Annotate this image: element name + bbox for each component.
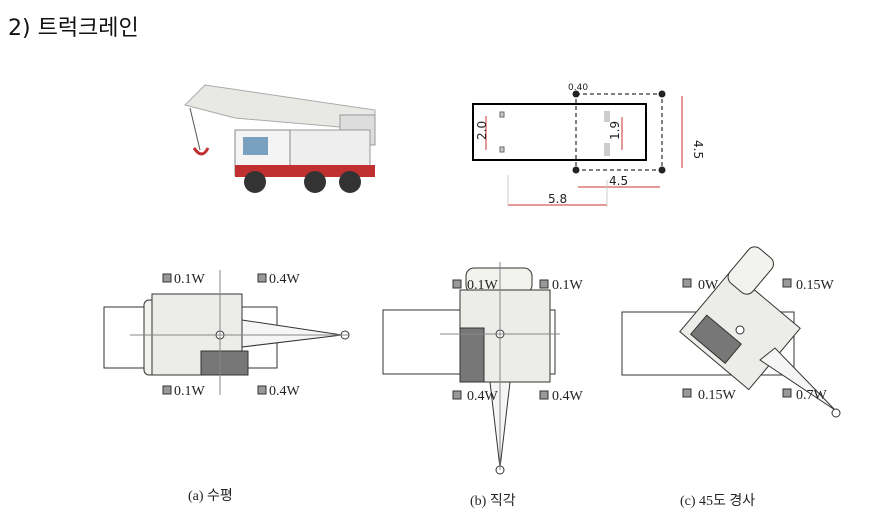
- outrigger-plan: 0.40 2.0 1.9 4.5 4.5 5.8: [472, 83, 705, 207]
- caption-c: (c) 45도 경사: [680, 493, 755, 509]
- load-label: 0.4W: [269, 272, 301, 287]
- load-label: 0.1W: [174, 272, 206, 287]
- plan-dim-5-8: 5.8: [548, 192, 567, 206]
- load-label: 0.15W: [698, 388, 737, 403]
- caption-a: (a) 수평: [188, 488, 233, 504]
- plan-dim-4-5-vertical: 4.5: [691, 140, 705, 159]
- plan-dim-1-9: 1.9: [608, 121, 622, 140]
- diagram-a-horizontal: [103, 270, 350, 395]
- diagram-c-45deg: [621, 246, 841, 418]
- load-label: 0.15W: [796, 278, 835, 293]
- plan-dim-4-5: 4.5: [609, 174, 628, 188]
- caption-b: (b) 직각: [470, 493, 516, 509]
- load-label: 0.4W: [269, 384, 301, 399]
- load-label: 0.1W: [174, 384, 206, 399]
- load-label: 0.4W: [467, 389, 499, 404]
- section-title: 2) 트럭크레인: [8, 16, 139, 41]
- truck-crane-photo: [178, 75, 376, 205]
- load-label: 0W: [698, 278, 719, 293]
- plan-top-label: 0.40: [568, 83, 588, 93]
- load-label: 0.1W: [552, 278, 584, 293]
- load-label: 0.4W: [552, 389, 584, 404]
- load-label: 0.7W: [796, 388, 828, 403]
- plan-dim-2-0: 2.0: [475, 121, 489, 140]
- load-label: 0.1W: [467, 278, 499, 293]
- diagram-b-perpendicular: [382, 262, 560, 475]
